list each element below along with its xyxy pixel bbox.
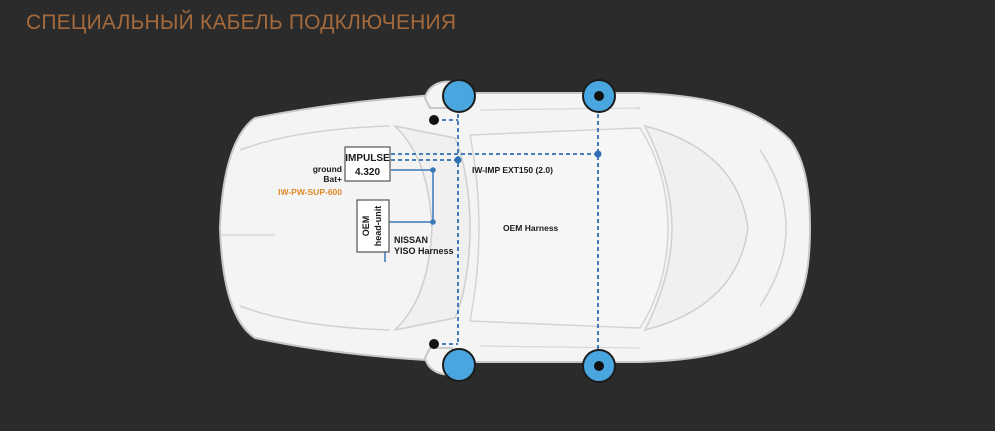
power-kit-label: IW-PW-SUP-600 [278, 187, 342, 197]
page-title: СПЕЦИАЛЬНЫЙ КАБЕЛЬ ПОДКЛЮЧЕНИЯ [26, 11, 457, 34]
harness-amp-to-nissan [389, 169, 434, 223]
speakers [429, 79, 616, 383]
tweeter-icon [429, 339, 439, 349]
oem-harness-label: OEM Harness [503, 223, 559, 233]
junction-dots [454, 150, 602, 164]
hood-line-top [239, 125, 391, 151]
hood-line-bottom [239, 305, 391, 331]
nissan-label-line1: NISSAN [394, 235, 428, 245]
harness-dots [430, 167, 436, 225]
bat-label: Bat+ [323, 174, 342, 184]
ext-cable-label: IW-IMP EXT150 (2.0) [472, 165, 553, 175]
oem-head-unit-box [356, 199, 390, 253]
trunk-line [759, 149, 787, 307]
amp-label-line2: 4.320 [355, 167, 380, 178]
harness-lines [384, 169, 434, 262]
speaker-icon [442, 79, 476, 113]
speaker-icon [442, 348, 476, 382]
nissan-label-line2: YISO Harness [394, 246, 454, 256]
ground-label: ground [313, 164, 342, 174]
text-labels: IMPULSE 4.320 ground Bat+ IW-PW-SUP-600 … [278, 153, 558, 256]
speaker-icon [582, 349, 616, 383]
junction-rear [594, 150, 602, 158]
rear-window [643, 124, 749, 332]
roof [469, 127, 669, 329]
door-line-bottom [479, 345, 641, 349]
oem-label-line1: OEM [361, 216, 371, 237]
oem-label-line2: head-unit [373, 206, 383, 247]
junction-front [454, 156, 462, 164]
speaker-icon [582, 79, 616, 113]
tweeter-icon [429, 115, 439, 125]
amp-label-line1: IMPULSE [345, 153, 390, 164]
windshield [392, 124, 471, 332]
door-line-top [479, 107, 641, 111]
amplifier-box [344, 146, 391, 182]
